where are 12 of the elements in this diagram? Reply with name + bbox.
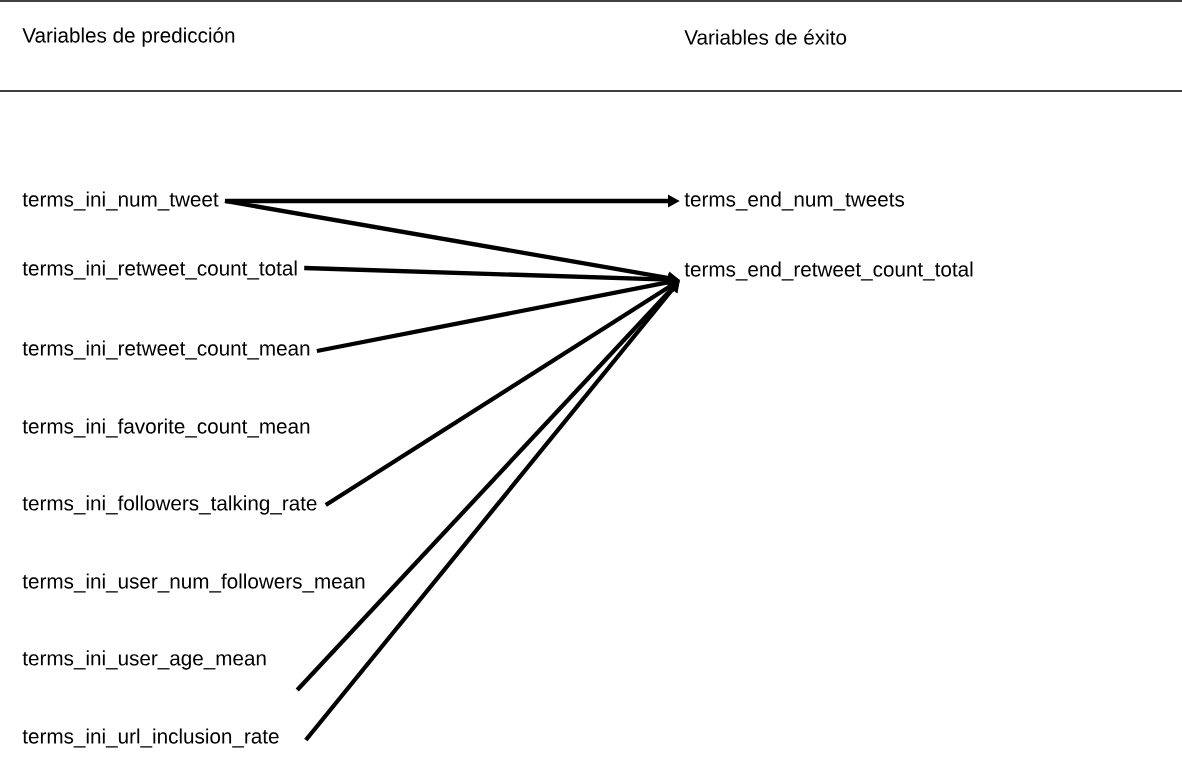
variable-label: terms_ini_num_tweet (22, 191, 219, 211)
variable-label: terms_ini_favorite_count_mean (22, 418, 310, 438)
variable-label: terms_ini_url_inclusion_rate (22, 728, 279, 748)
variable-label: terms_end_num_tweets (684, 191, 905, 211)
column-heading: Variables de predicción (22, 27, 235, 47)
variable-label: terms_end_retweet_count_total (684, 261, 973, 281)
column-heading: Variables de éxito (684, 29, 847, 45)
variable-label: terms_ini_retweet_count_total (22, 260, 297, 280)
variable-label: terms_ini_retweet_count_mean (22, 340, 310, 360)
variable-label: terms_ini_user_age_mean (22, 650, 266, 670)
variable-label: terms_ini_followers_talking_rate (22, 495, 317, 515)
variable-label: terms_ini_user_num_followers_mean (22, 573, 365, 593)
